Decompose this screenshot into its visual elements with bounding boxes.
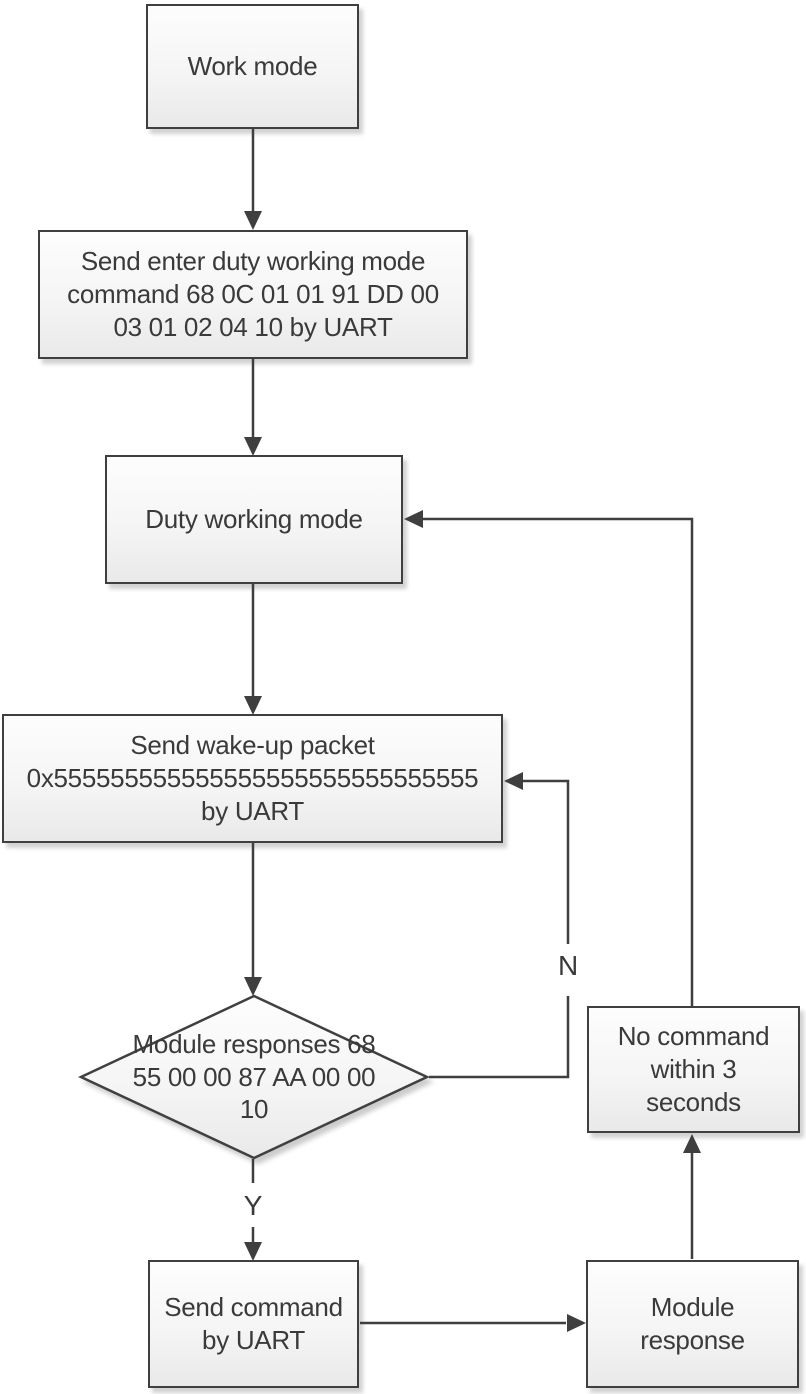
branch-label-no: N bbox=[558, 950, 578, 981]
edge-sendenter-to-duty bbox=[244, 359, 262, 456]
node-duty-working-mode: Duty working mode bbox=[105, 455, 403, 584]
edge-duty-to-wakeup bbox=[244, 584, 262, 715]
node-send-command-by-uart: Send command by UART bbox=[148, 1260, 359, 1388]
node-work-mode: Work mode bbox=[146, 4, 359, 129]
branch-label-yes: Y bbox=[243, 1190, 263, 1221]
edge-sendcommand-to-moduleresponse bbox=[360, 1314, 586, 1332]
decision-module-responses-label: Module responses 68 55 00 00 87 AA 00 00… bbox=[132, 1028, 376, 1125]
node-no-command-timeout: No command within 3 seconds bbox=[587, 1006, 800, 1133]
edge-moduleresponse-to-nocommand bbox=[683, 1134, 701, 1259]
edge-wakeup-to-decision bbox=[244, 843, 262, 996]
node-module-response: Module response bbox=[586, 1260, 799, 1388]
edge-workmode-to-sendenter bbox=[244, 129, 262, 230]
node-send-wakeup-packet: Send wake-up packet 0x555555555555555555… bbox=[2, 714, 503, 843]
node-send-enter-duty-command: Send enter duty working mode command 68 … bbox=[38, 230, 468, 359]
